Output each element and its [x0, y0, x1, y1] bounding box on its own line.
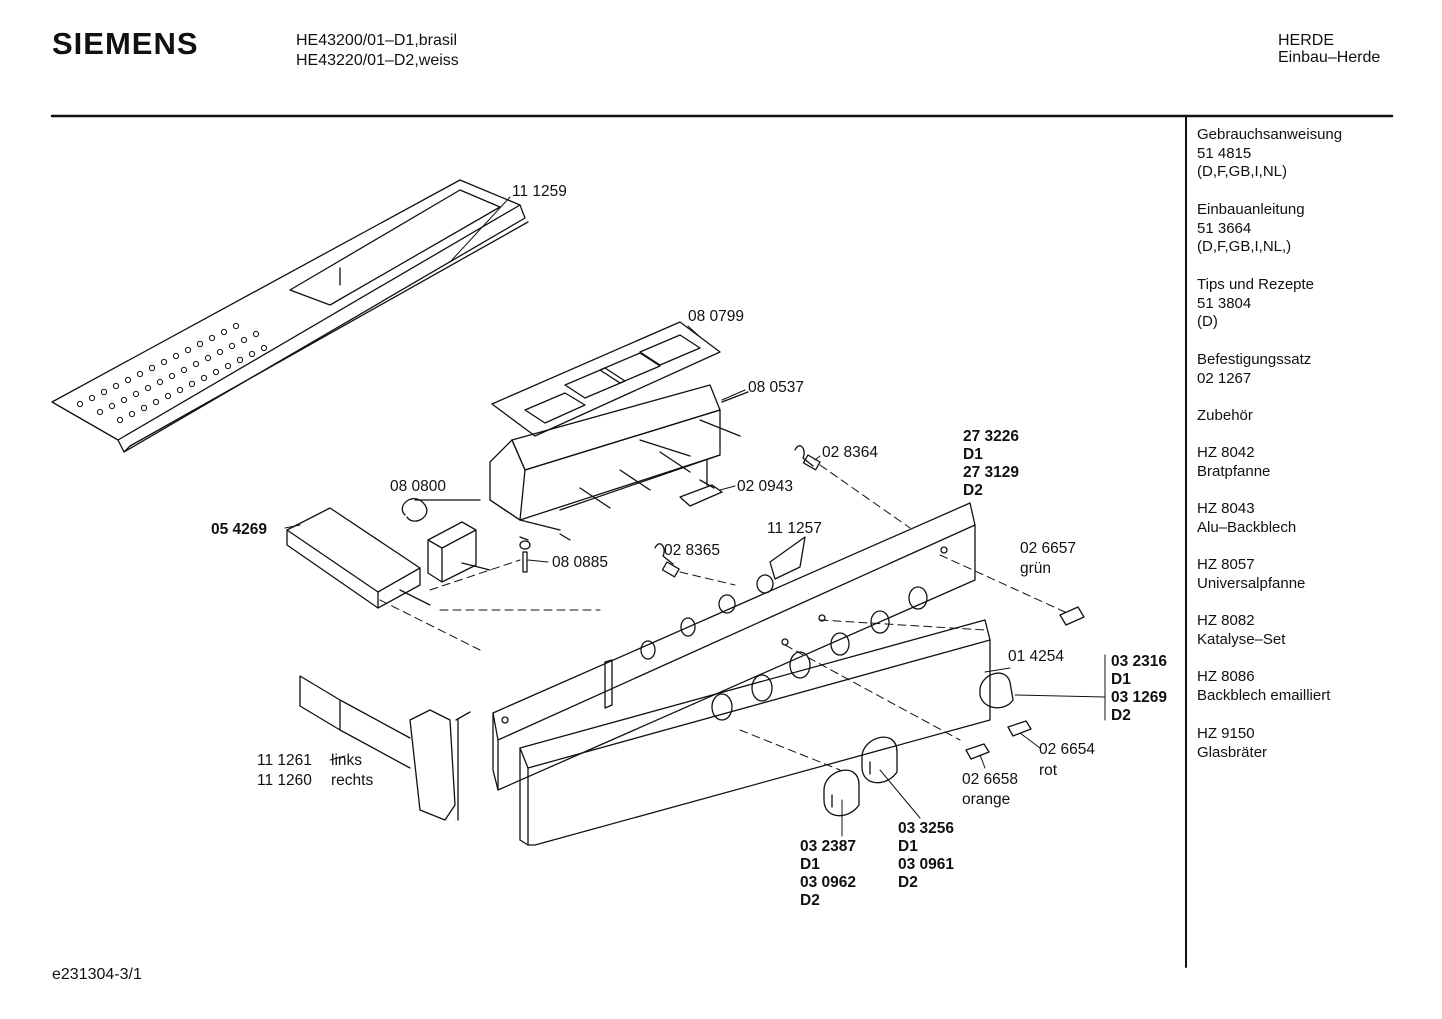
switch-block-part	[489, 384, 749, 541]
label-273226-d1: D1	[963, 446, 983, 463]
side-channel-part	[286, 507, 431, 609]
sidebar-text: Gebrauchsanweisung	[1197, 126, 1343, 143]
sidebar-block-hz8043: HZ 8043 Alu–Backblech	[1197, 500, 1432, 537]
sidebar-block-einbauanleitung: Einbauanleitung 51 3664 (D,F,GB,I,NL,)	[1197, 201, 1432, 257]
sidebar-block-hz8057: HZ 8057 Universalpfanne	[1197, 556, 1432, 593]
leader-lines	[379, 464, 1066, 771]
sidebar-text: Katalyse–Set	[1197, 630, 1286, 648]
label-032387: 03 2387	[800, 838, 857, 855]
sidebar-block-gebrauchsanweisung: Gebrauchsanweisung 51 4815 (D,F,GB,I,NL)	[1197, 126, 1432, 182]
sidebar-block-befestigungssatz: Befestigungssatz 02 1267	[1197, 351, 1432, 388]
sidebar-text: (D,F,GB,I,NL,)	[1197, 238, 1292, 255]
label-030961: 03 0961	[898, 856, 955, 873]
label-080799: 08 0799	[688, 308, 745, 325]
label-026658-color: orange	[962, 791, 1011, 808]
label-026654: 02 6654	[1039, 741, 1096, 758]
sidebar-text: 51 3804	[1197, 294, 1252, 312]
label-020943: 02 0943	[737, 478, 794, 495]
label-026658: 02 6658	[962, 771, 1019, 788]
control-panel-part	[492, 502, 976, 791]
label-080537: 08 0537	[748, 379, 805, 396]
label-080885: 08 0885	[552, 554, 609, 571]
label-111257: 11 1257	[767, 520, 822, 537]
sidebar-text: (D)	[1197, 313, 1218, 330]
sidebar-text: 51 4815	[1197, 144, 1252, 162]
label-032316-d1: D1	[1111, 671, 1131, 688]
sidebar-block-hz8042: HZ 8042 Bratpfanne	[1197, 444, 1432, 481]
sidebar-block-hz8082: HZ 8082 Katalyse–Set	[1197, 612, 1432, 649]
cover-frame-part	[491, 321, 721, 437]
label-031269: 03 1269	[1111, 689, 1168, 706]
thermostat-part	[401, 498, 491, 583]
sidebar-text: HZ 8042	[1197, 444, 1255, 461]
sidebar-text: Einbauanleitung	[1197, 201, 1305, 218]
sidebar-text: 51 3664	[1197, 219, 1252, 237]
label-028365: 02 8365	[664, 542, 721, 559]
model-line-2: HE43220/01–D2,weiss	[296, 52, 459, 69]
front-fascia-part	[519, 614, 991, 846]
sidebar-block-zubehoer: Zubehör	[1197, 407, 1432, 426]
sidebar-text: HZ 8082	[1197, 612, 1255, 629]
label-032387-d1: D1	[800, 856, 820, 873]
label-030961-d2: D2	[898, 874, 918, 891]
label-111259: 11 1259	[512, 183, 567, 200]
label-111261: 11 1261	[257, 752, 312, 769]
label-033256-d1: D1	[898, 838, 918, 855]
label-014254: 01 4254	[1008, 648, 1065, 665]
label-273226: 27 3226	[963, 428, 1020, 445]
sidebar-block-tips: Tips und Rezepte 51 3804 (D)	[1197, 276, 1432, 332]
label-031269-d2: D2	[1111, 707, 1131, 724]
label-033256: 03 3256	[898, 820, 955, 837]
sidebar-block-hz8086: HZ 8086 Backblech emailliert	[1197, 668, 1432, 705]
side-brackets-part	[299, 675, 471, 821]
label-028364: 02 8364	[822, 444, 879, 461]
trim-strip-part	[51, 179, 529, 453]
sidebar-text: Backblech emailliert	[1197, 686, 1331, 704]
sidebar-text: Zubehör	[1197, 407, 1253, 424]
label-111260: 11 1260	[257, 772, 312, 789]
label-032316: 03 2316	[1111, 653, 1168, 670]
label-030962-d2: D2	[800, 892, 820, 909]
model-line-1: HE43200/01–D1,brasil	[296, 32, 457, 49]
sidebar-text: Tips und Rezepte	[1197, 276, 1315, 293]
sidebar-text: 02 1267	[1197, 369, 1252, 387]
document-code: e231304-3/1	[52, 966, 142, 983]
label-leaders	[284, 196, 1106, 837]
sidebar-text: Glasbräter	[1197, 743, 1268, 761]
knobs-part	[823, 606, 1085, 817]
sidebar-block-hz9150: HZ 9150 Glasbräter	[1197, 725, 1432, 762]
sidebar-text: HZ 8057	[1197, 556, 1255, 573]
bracket-020943-part	[679, 459, 723, 507]
category-line-1: HERDE	[1278, 32, 1335, 49]
sidebar-text: Bratpfanne	[1197, 462, 1271, 480]
label-111260-side: rechts	[331, 772, 374, 789]
sidebar-text: Befestigungssatz	[1197, 351, 1312, 368]
sidebar-text: Universalpfanne	[1197, 574, 1306, 592]
label-026657-color: grün	[1020, 560, 1052, 577]
label-054269: 05 4269	[211, 521, 268, 538]
label-111261-side: links	[331, 752, 363, 769]
label-080800: 08 0800	[390, 478, 447, 495]
lamp-leads-part	[519, 445, 821, 578]
label-030962: 03 0962	[800, 874, 857, 891]
label-273129-d2: D2	[963, 482, 983, 499]
sidebar-text: HZ 8086	[1197, 668, 1255, 685]
label-026657: 02 6657	[1020, 540, 1077, 557]
brand-logo: SIEMENS	[52, 26, 199, 61]
sidebar-text: HZ 9150	[1197, 725, 1255, 742]
sidebar-text: (D,F,GB,I,NL)	[1197, 163, 1288, 180]
category-line-2: Einbau–Herde	[1278, 49, 1381, 66]
label-273129: 27 3129	[963, 464, 1020, 481]
sidebar-text: HZ 8043	[1197, 500, 1255, 517]
label-026654-color: rot	[1039, 762, 1058, 779]
sidebar-text: Alu–Backblech	[1197, 518, 1297, 536]
